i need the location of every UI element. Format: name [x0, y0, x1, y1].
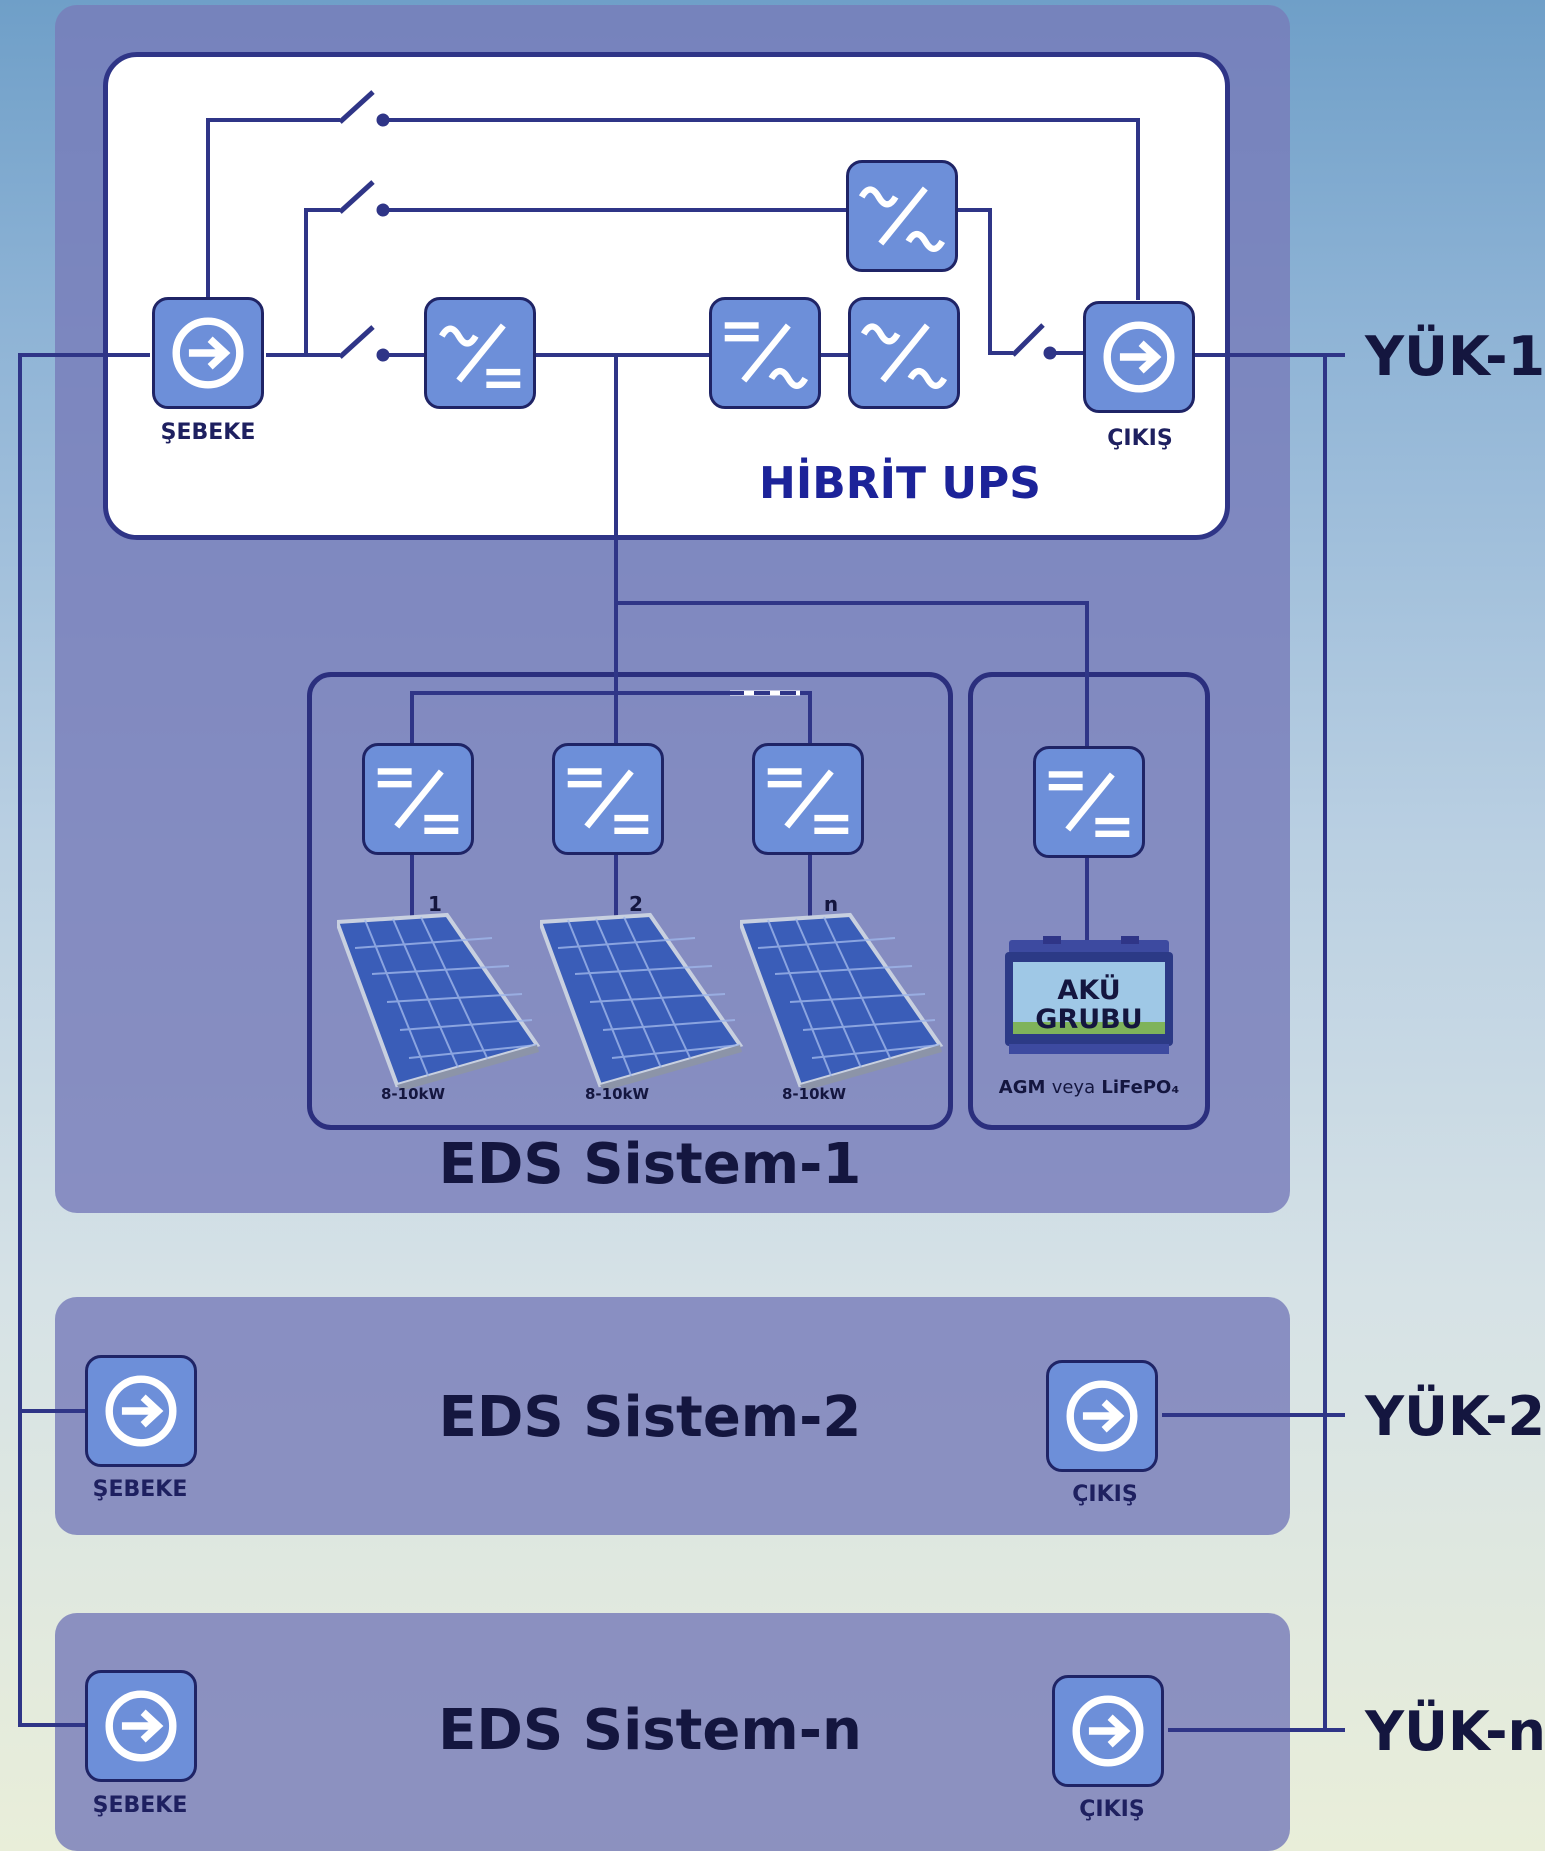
battery-type-agm: AGM — [998, 1077, 1046, 1098]
sys2-input-label: ŞEBEKE — [92, 1477, 188, 1502]
ac-dc-rectifier-icon — [439, 323, 521, 388]
load-1-label: YÜK-1 — [1365, 325, 1545, 388]
dc-dc-converter-icon — [767, 768, 849, 834]
arrow-circle-icon — [105, 1375, 177, 1447]
string-number-n: n — [823, 892, 839, 916]
sys2-output-label: ÇIKIŞ — [1072, 1482, 1138, 1507]
ups-output-block[interactable] — [1083, 301, 1195, 413]
load-n-label: YÜK-n — [1365, 1700, 1545, 1763]
arrow-circle-icon — [172, 317, 244, 389]
arrow-circle-icon — [1066, 1380, 1138, 1452]
solar-panel-1 — [337, 912, 541, 1090]
arrow-circle-icon — [1103, 321, 1175, 393]
battery-converter[interactable] — [1033, 746, 1145, 858]
battery-label-line2: GRUBU — [1035, 1004, 1143, 1035]
sys2-output-block[interactable] — [1046, 1360, 1158, 1472]
dc-dc-converter-icon — [1048, 771, 1130, 837]
bypass-switch-2 — [338, 180, 390, 217]
battery-icon — [1005, 936, 1173, 1054]
grid-input-block[interactable] — [152, 297, 264, 409]
battery-type-lifepo4: LiFePO₄ — [1101, 1077, 1180, 1098]
sysn-output-label: ÇIKIŞ — [1079, 1797, 1145, 1822]
dc-dc-converter-icon — [377, 768, 459, 834]
ac-ac-converter-block[interactable] — [848, 297, 960, 409]
string-power-n: 8-10kW — [781, 1085, 847, 1103]
pv-strings-box — [307, 672, 953, 1130]
string-power-2: 8-10kW — [584, 1085, 650, 1103]
dc-ac-inverter-icon — [724, 322, 809, 389]
arrow-circle-icon — [1072, 1695, 1144, 1767]
ups-title: HİBRİT UPS — [759, 458, 1041, 509]
ups-input-label: ŞEBEKE — [160, 420, 256, 445]
bypass-converter-block[interactable] — [846, 160, 958, 272]
bypass-switch-1 — [338, 90, 390, 127]
string-number-1: 1 — [428, 892, 442, 916]
sys2-input-block[interactable] — [85, 1355, 197, 1467]
ups-output-label: ÇIKIŞ — [1107, 426, 1173, 451]
battery-type-connector: veya — [1051, 1077, 1096, 1098]
inverter-block[interactable] — [709, 297, 821, 409]
dc-dc-converter-icon — [567, 768, 649, 834]
battery-type-label: AGM veya LiFePO₄ — [980, 1077, 1198, 1098]
string-number-2: 2 — [629, 892, 643, 916]
load-2-label: YÜK-2 — [1365, 1385, 1545, 1448]
arrow-circle-icon — [105, 1690, 177, 1762]
sysn-input-block[interactable] — [85, 1670, 197, 1782]
system-1-title: EDS Sistem-1 — [438, 1132, 862, 1197]
solar-panel-2 — [540, 912, 744, 1090]
input-switch — [338, 325, 390, 362]
hybrid-ups-box — [103, 52, 1230, 540]
system-2-title: EDS Sistem-2 — [438, 1385, 862, 1450]
ac-ac-converter-icon — [858, 186, 946, 252]
system-n-title: EDS Sistem-n — [438, 1698, 862, 1763]
output-switch — [1011, 323, 1057, 360]
rectifier-block[interactable] — [424, 297, 536, 409]
sysn-output-block[interactable] — [1052, 1675, 1164, 1787]
ac-ac-converter-icon — [860, 323, 948, 389]
string-power-1: 8-10kW — [380, 1085, 446, 1103]
sysn-input-label: ŞEBEKE — [92, 1793, 188, 1818]
battery-label-line1: AKÜ — [1057, 975, 1121, 1006]
dc-dc-converter-n[interactable] — [752, 743, 864, 855]
solar-panel-n — [740, 912, 944, 1090]
dc-dc-converter-2[interactable] — [552, 743, 664, 855]
dc-dc-converter-1[interactable] — [362, 743, 474, 855]
